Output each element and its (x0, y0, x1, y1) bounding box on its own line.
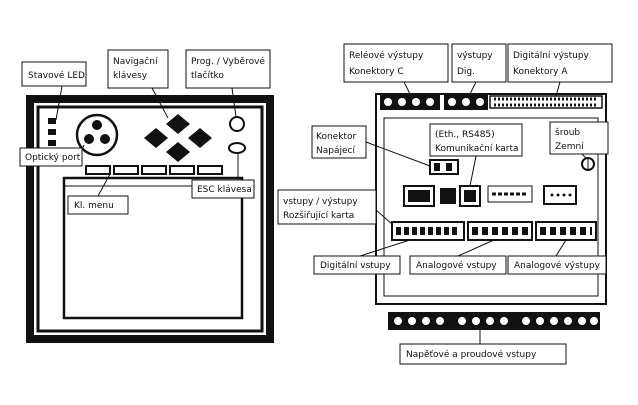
menu-keys (85, 165, 223, 175)
comm-card-sub-label: (Eth., RS485) (435, 130, 495, 140)
nav-keys-label-1: Navigační (113, 56, 158, 67)
comm-card-ports (403, 185, 577, 207)
status-led-3 (48, 140, 56, 146)
voltage-current-inputs-label: Napěťové a proudové vstupy (406, 349, 537, 360)
serial-port-icon (543, 185, 577, 205)
optical-port-icon (75, 113, 119, 157)
comm-card-label: Komunikační karta (435, 143, 519, 154)
esc-key-label: ESC klávesa (197, 185, 252, 195)
power-connector-label-2: Napájecí (316, 146, 355, 156)
menu-key-3[interactable] (141, 165, 167, 175)
expansion-terminals (391, 221, 597, 241)
callout-menu-keys: Kl. menu (67, 173, 129, 215)
callout-nav-keys: Navigační klávesy (107, 49, 169, 119)
menu-keys-label: Kl. menu (74, 201, 114, 211)
menu-key-5[interactable] (197, 165, 223, 175)
nav-key-up-icon[interactable] (166, 114, 190, 134)
nav-key-left-icon[interactable] (144, 128, 168, 148)
optical-port-label: Optický port (25, 153, 81, 163)
status-led-1 (48, 118, 56, 124)
nav-key-right-icon[interactable] (188, 128, 212, 148)
status-leds (48, 118, 56, 146)
navigation-keys (144, 114, 212, 162)
callout-digital-outputs: Digitální výstupy Konektory A (507, 43, 613, 97)
callout-prog-button: Prog. / Vyběrové tlačítko (185, 49, 271, 118)
callout-ground-screw: šroub Zemní (549, 121, 609, 159)
callout-power-connector: Konektor Napájecí (311, 125, 431, 167)
ground-screw-label-1: šroub (555, 127, 580, 138)
callout-analog-outputs: Analogové výstupy (507, 239, 607, 275)
power-connector-label-1: Konektor (316, 132, 356, 142)
callout-expansion-card: vstupy / výstupy Rozšiřující karta (277, 189, 393, 225)
callout-voltage-current-inputs: Napěťové a proudové vstupy (399, 330, 567, 365)
callout-comm-card: (Eth., RS485) Komunikační karta (429, 123, 523, 187)
status-led-label: Stavové LED (28, 70, 85, 81)
front-panel: Stavové LED Navigační klávesy Prog. / Vy… (19, 49, 274, 343)
analog-outputs-label: Analogové výstupy (514, 260, 601, 271)
status-led-2 (48, 129, 56, 135)
callout-status-led: Stavové LED (21, 61, 87, 121)
ground-screw-label-2: Zemní (555, 142, 584, 152)
analog-inputs-label: Analogové vstupy (416, 260, 497, 271)
callout-optical-port: Optický port (19, 144, 85, 167)
callout-esc-key: ESC klávesa (191, 153, 255, 199)
connectors-a-label: Konektory A (513, 67, 568, 77)
prog-button-label-2: tlačítko (191, 70, 224, 81)
front-display (62, 176, 244, 320)
callout-analog-inputs: Analogové vstupy (409, 239, 507, 275)
digital-outputs-short-label-1: výstupy (457, 51, 493, 61)
menu-key-4[interactable] (169, 165, 195, 175)
back-panel: Reléové výstupy Konektory C výstupy Dig.… (277, 43, 613, 365)
analog-inputs-terminal (467, 221, 533, 241)
callout-digital-inputs: Digitální vstupy (313, 239, 411, 275)
bottom-terminal-block (388, 312, 600, 330)
menu-key-1[interactable] (85, 165, 111, 175)
connectors-c-label: Konektory C (349, 67, 404, 77)
nav-key-down-icon[interactable] (166, 142, 190, 162)
rs485-port-icon (440, 188, 456, 204)
callout-relay-outputs: Reléové výstupy Konektory C (343, 43, 449, 95)
menu-key-2[interactable] (113, 165, 139, 175)
expansion-card-label-1: vstupy / výstupy (283, 197, 358, 207)
front-frame-bezel (36, 105, 264, 333)
relay-outputs-label: Reléové výstupy (349, 50, 424, 61)
digital-outputs-short-label-2: Dig. (457, 67, 475, 77)
callout-digital-outputs-short: výstupy Dig. (451, 43, 507, 95)
nav-keys-label-2: klávesy (113, 71, 148, 81)
esc-key-icon[interactable] (228, 142, 246, 154)
prog-select-button-icon[interactable] (229, 116, 245, 132)
back-inner-panel (383, 117, 599, 297)
prog-button-label-1: Prog. / Vyběrové (191, 56, 265, 67)
digital-inputs-label: Digitální vstupy (320, 261, 391, 271)
expansion-card-label-2: Rozšiřující karta (283, 210, 354, 221)
digital-outputs-label: Digitální výstupy (513, 51, 590, 61)
top-terminal-block (380, 94, 603, 110)
